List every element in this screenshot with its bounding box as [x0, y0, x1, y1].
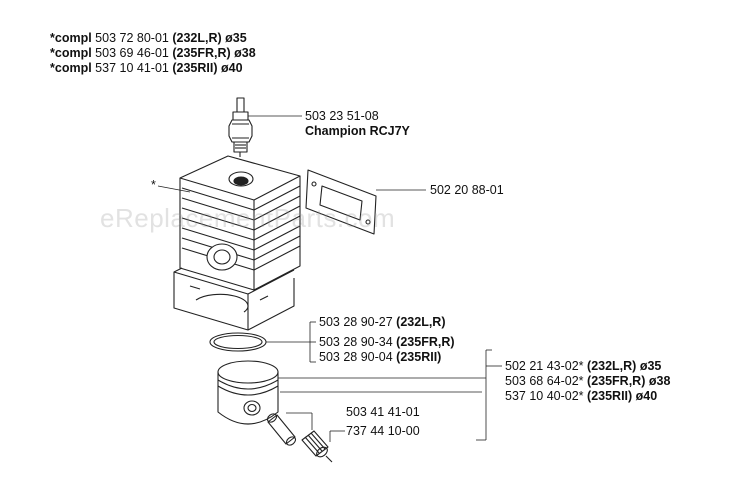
- ring-line-1: 503 28 90-27 (232L,R): [319, 315, 446, 329]
- watermark: eReplacementParts.com: [100, 203, 396, 233]
- spark-plug-name: Champion RCJ7Y: [305, 124, 410, 138]
- gasket-number: 502 20 88-01: [430, 183, 504, 197]
- ring-line-3: 503 28 90-04 (235RII): [319, 350, 442, 364]
- ring-line-2: 503 28 90-34 (235FR,R): [319, 335, 455, 349]
- asterisk-marker: *: [151, 178, 156, 192]
- spark-plug-drawing: [228, 97, 253, 157]
- needle-bearing-drawing: [301, 430, 333, 463]
- piston-pin-drawing: [266, 413, 297, 446]
- header-line-2: *compl 503 69 46-01 (235FR,R) ø38: [50, 46, 256, 60]
- piston-drawing: [217, 360, 279, 425]
- piston-line-1: 502 21 43-02* (232L,R) ø35: [505, 359, 662, 373]
- cylinder-drawing: [173, 155, 301, 331]
- header-line-3: *compl 537 10 41-01 (235RII) ø40: [50, 61, 243, 75]
- bearing-number: 737 44 10-00: [346, 424, 420, 438]
- gasket-drawing: [305, 169, 377, 235]
- pin-number: 503 41 41-01: [346, 405, 420, 419]
- piston-ring-drawing: [209, 332, 267, 352]
- piston-line-2: 503 68 64-02* (235FR,R) ø38: [505, 374, 671, 388]
- piston-line-3: 537 10 40-02* (235RII) ø40: [505, 389, 658, 403]
- header-line-1: *compl 503 72 80-01 (232L,R) ø35: [50, 31, 247, 45]
- spark-plug-number: 503 23 51-08: [305, 109, 379, 123]
